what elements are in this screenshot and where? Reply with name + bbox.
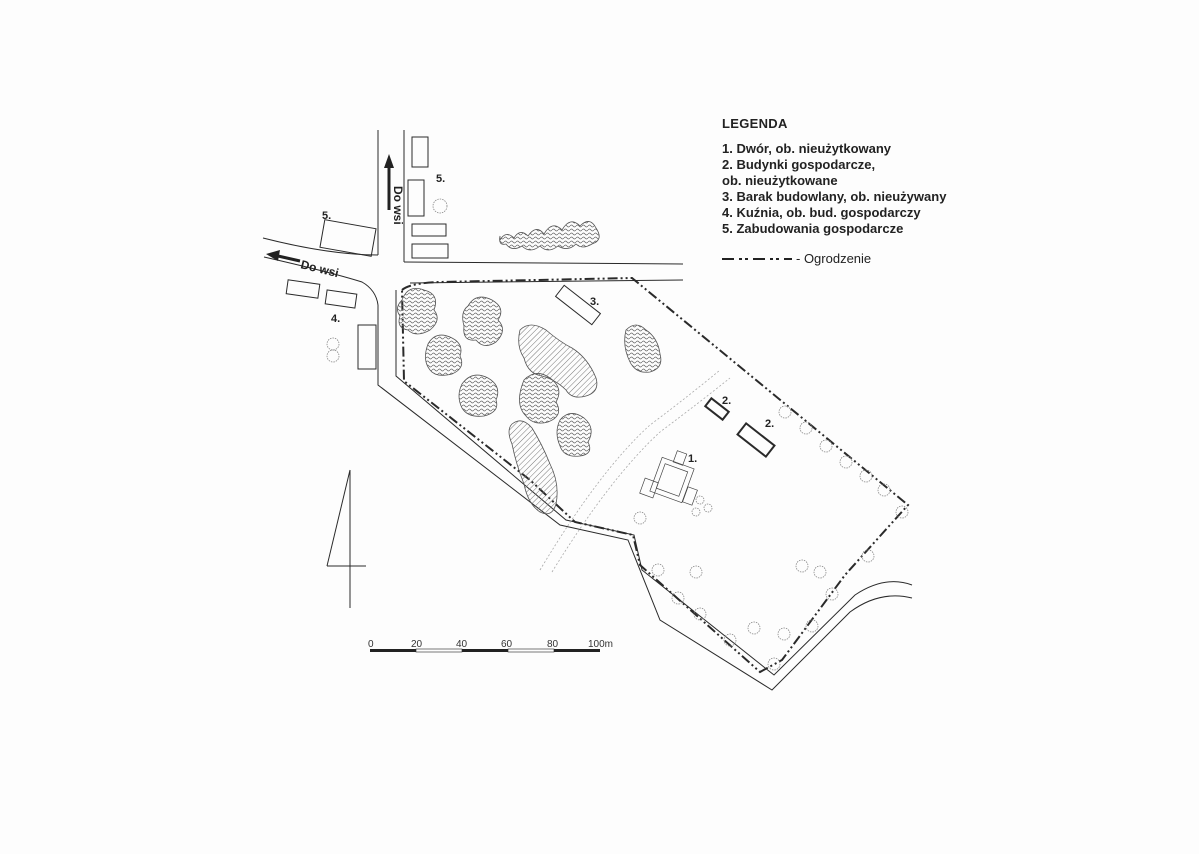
scale-tick-20: 20 xyxy=(411,639,423,650)
tree-cluster-4 xyxy=(624,324,662,373)
label-1: 1. xyxy=(688,453,697,465)
scale-tick-0: 0 xyxy=(368,639,374,650)
legend-title: LEGENDA xyxy=(722,116,788,131)
road-west-upper-edge xyxy=(262,237,379,256)
legend-item-5: 5. Zabudowania gospodarcze xyxy=(722,221,904,236)
road-direction-north: Do wsi xyxy=(384,154,405,225)
scale-tick-100m: 100m xyxy=(588,639,613,650)
footpath xyxy=(539,369,731,573)
scale-bar: 0 20 40 60 80 100m xyxy=(368,639,613,653)
scale-tick-80: 80 xyxy=(547,639,559,650)
road-east-upper-edge xyxy=(403,261,684,265)
tree-cluster-7 xyxy=(556,413,592,457)
label-2-large: 2. xyxy=(765,418,774,430)
label-5-east: 5. xyxy=(436,173,445,185)
label-2-small: 2. xyxy=(722,395,731,407)
tree-cluster-dense-long xyxy=(508,420,558,515)
label-4: 4. xyxy=(331,313,340,325)
buildings xyxy=(285,136,776,506)
road-label-north: Do wsi xyxy=(391,186,405,225)
map-legend: LEGENDA 1. Dwór, ob. nieużytkowany 2. Bu… xyxy=(722,116,1022,267)
building-2a xyxy=(703,396,731,422)
trees xyxy=(397,221,662,515)
tree-cluster-2 xyxy=(462,296,503,346)
label-3: 3. xyxy=(590,296,599,308)
building-4b xyxy=(324,289,358,309)
legend-item-2-cont: ob. nieużytkowane xyxy=(722,173,838,188)
scale-tick-40: 40 xyxy=(456,639,468,650)
tree-cluster-6 xyxy=(519,373,560,424)
building-3 xyxy=(554,284,602,326)
tree-cluster-3 xyxy=(425,334,463,376)
tree-cluster-top-row xyxy=(499,221,600,251)
building-4c xyxy=(357,324,377,370)
road-direction-west: Do wsi xyxy=(266,250,340,280)
building-1-manor xyxy=(639,450,698,506)
fence-symbol-icon xyxy=(722,258,792,260)
building-5e xyxy=(319,219,377,257)
legend-fence-label: - Ogrodzenie xyxy=(796,251,872,266)
road-west-lower-edge xyxy=(263,256,379,306)
label-5-west: 5. xyxy=(322,210,331,222)
tree-cluster-1 xyxy=(397,287,438,335)
legend-item-3: 3. Barak budowlany, ob. nieużywany xyxy=(722,189,947,204)
tree-cluster-5 xyxy=(458,374,499,417)
building-5d xyxy=(411,243,449,259)
road-southeast-outer-edge xyxy=(377,305,913,691)
shrubs xyxy=(326,198,909,671)
north-arrow-icon xyxy=(326,469,366,608)
legend-item-1: 1. Dwór, ob. nieużytkowany xyxy=(722,141,892,156)
building-4a xyxy=(285,279,321,299)
building-5b xyxy=(407,179,425,217)
building-5c xyxy=(411,223,447,237)
legend-fence: - Ogrodzenie xyxy=(722,251,1022,267)
legend-item-4: 4. Kuźnia, ob. bud. gospodarczy xyxy=(722,205,921,220)
building-5a xyxy=(411,136,429,168)
tree-cluster-dense-big xyxy=(518,324,598,398)
fence-line xyxy=(400,276,910,674)
road-southeast-inner-edge xyxy=(395,290,913,676)
legend-item-2: 2. Budynki gospodarcze, xyxy=(722,157,876,172)
road-label-west: Do wsi xyxy=(299,257,340,280)
building-2b xyxy=(736,421,776,459)
scale-tick-60: 60 xyxy=(501,639,513,650)
